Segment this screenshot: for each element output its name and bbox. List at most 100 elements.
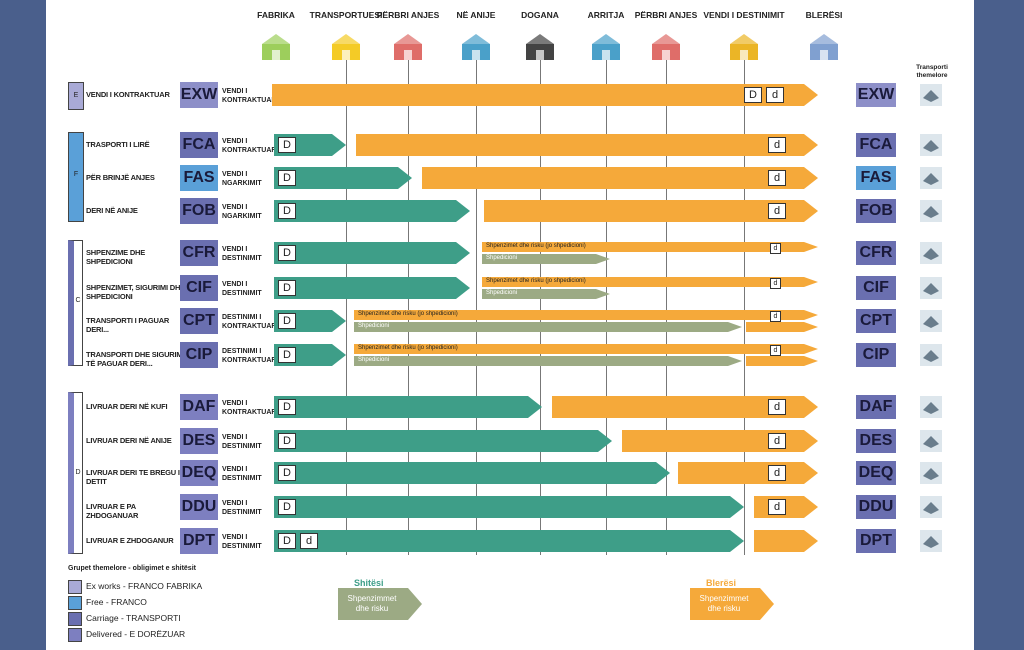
truck-icon <box>328 30 364 64</box>
term-code-cip: CIP <box>180 342 218 368</box>
seller-arrow-ddu <box>274 496 744 518</box>
buyer-key-text: Shpenzimmet dhe risku <box>699 594 749 613</box>
term-code-fas: FAS <box>180 165 218 191</box>
shipping-arrow-cpt <box>354 322 742 332</box>
stage-label-perbri1: PËRBRI ANJES <box>376 10 440 20</box>
delivery-mark-buyer-des: d <box>768 433 786 449</box>
term-desc-ddu: LIVRUAR E PA ZHDOGANUAR <box>86 502 139 520</box>
seller-key-text: Shpenzimmet dhe risku <box>347 594 397 613</box>
customs-icon <box>522 30 558 64</box>
term-place-ddu: VENDI I DESTINIMIT <box>222 500 262 516</box>
stage-divider-neanije1 <box>476 60 477 555</box>
term-code-des: DES <box>180 428 218 454</box>
delivery-mark-buyer-exw: d <box>766 87 784 103</box>
term-code-cfr: CFR <box>180 240 218 266</box>
warehouse-icon <box>726 30 762 64</box>
delivery-mark-buyer-cip: d <box>770 345 781 356</box>
term-code-fob: FOB <box>180 198 218 224</box>
term-code-right-exw: EXW <box>856 83 896 107</box>
legend-label-exworks: Ex works - FRANCO FABRIKA <box>86 581 203 591</box>
term-code-ddu: DDU <box>180 494 218 520</box>
term-code-right-fas: FAS <box>856 166 896 190</box>
term-code-exw: EXW <box>180 82 218 108</box>
stage-label-dogana: DOGANA <box>521 10 559 20</box>
delivery-mark-seller-fas: D <box>278 170 296 186</box>
term-code-right-cpt: CPT <box>856 309 896 333</box>
term-code-fca: FCA <box>180 132 218 158</box>
term-place-fca: VENDI I KONTRAKTUAR <box>222 138 277 154</box>
delivery-mark-seller-cip: D <box>278 347 296 363</box>
term-code-right-daf: DAF <box>856 395 896 419</box>
seller-arrow-fob <box>274 200 470 222</box>
delivery-mark-buyer-dpt: d <box>300 533 318 549</box>
term-desc-daf: LIVRUAR DERI NË KUFI <box>86 402 168 411</box>
factory-icon <box>258 30 294 64</box>
transport-mode-icon-fca <box>920 134 942 156</box>
transport-mode-icon-fas <box>920 167 942 189</box>
delivery-mark-buyer-fca: d <box>768 137 786 153</box>
delivery-mark-seller-fca: D <box>278 137 296 153</box>
legend-label-free: Free - FRANCO <box>86 597 147 607</box>
stage-label-perbri2: PËRBRI ANJES <box>634 10 698 20</box>
legend-label-delivered: Delivered - E DORËZUAR <box>86 629 186 639</box>
buyer-cost-arrow-cpt <box>354 310 818 320</box>
term-desc-cpt: TRANSPORTI I PAGUAR DERI... <box>86 316 170 334</box>
delivery-mark-buyer-deq: d <box>768 465 786 481</box>
term-place-daf: VENDI I KONTRAKTUAR <box>222 400 277 416</box>
stage-label-fabrika: FABRIKA <box>257 10 295 20</box>
shipping-label-cpt: Shpedicioni <box>358 323 390 329</box>
ship-side-icon <box>648 30 684 64</box>
buyer-arrow-exw <box>272 84 818 106</box>
delivery-mark-buyer-cfr: d <box>770 243 781 254</box>
stage-divider-dogana <box>540 60 541 555</box>
group-box-d: D <box>68 392 83 554</box>
term-desc-exw: VENDI I KONTRAKTUAR <box>86 90 170 99</box>
term-code-cif: CIF <box>180 275 218 301</box>
term-place-dpt: VENDI I DESTINIMIT <box>222 534 262 550</box>
seller-arrow-cfr <box>274 242 470 264</box>
arrival-ship-icon <box>588 30 624 64</box>
term-place-cif: VENDI I DESTINIMIT <box>222 281 262 297</box>
seller-arrow-fas <box>274 167 412 189</box>
transport-mode-icon-cif <box>920 277 942 299</box>
delivery-mark-seller-des: D <box>278 433 296 449</box>
term-code-daf: DAF <box>180 394 218 420</box>
seller-arrow-cif <box>274 277 470 299</box>
seller-key-arrow <box>338 588 422 620</box>
term-code-right-fob: FOB <box>856 199 896 223</box>
term-desc-cif: SHPENZIMET, SIGURIMI DHE SHPEDICIONI <box>86 283 185 301</box>
stage-label-arritja: ARRITJA <box>587 10 625 20</box>
delivery-mark-buyer-fob: d <box>768 203 786 219</box>
shipping-arrow-cip <box>354 356 742 366</box>
term-code-right-cif: CIF <box>856 276 896 300</box>
term-desc-fob: DERI NË ANIJE <box>86 206 138 215</box>
buyer-arrow-fas <box>422 167 818 189</box>
legend-title: Grupet themelore - obligimet e shitësit <box>68 565 196 572</box>
delivery-mark-seller-exw: D <box>744 87 762 103</box>
delivery-mark-buyer-cpt: d <box>770 311 781 322</box>
term-code-right-cip: CIP <box>856 343 896 367</box>
right-header: Transporti themelore <box>916 64 948 79</box>
transport-mode-icon-cpt <box>920 310 942 332</box>
group-box-c: C <box>68 240 83 366</box>
transport-mode-icon-fob <box>920 200 942 222</box>
buyer-cost-arrow-cip <box>354 344 818 354</box>
transport-mode-icon-dpt <box>920 530 942 552</box>
seller-arrow-daf <box>274 396 542 418</box>
stage-divider-vendi <box>744 60 745 555</box>
seller-arrow-dpt <box>274 530 744 552</box>
term-desc-cip: TRANSPORTI DHE SIGURIMI TË PAGUAR DERI..… <box>86 350 185 368</box>
transport-mode-icon-des <box>920 430 942 452</box>
term-desc-cfr: SHPENZIME DHE SHPEDICIONI <box>86 248 146 266</box>
delivery-mark-seller-daf: D <box>278 399 296 415</box>
buyer-arrow-dpt <box>754 530 818 552</box>
shipping-arrow-cfr <box>482 254 610 264</box>
group-box-e: E <box>68 82 84 110</box>
transport-mode-icon-deq <box>920 462 942 484</box>
term-code-right-dpt: DPT <box>856 529 896 553</box>
stage-label-bleresi: BLERËSI <box>805 10 843 20</box>
delivery-mark-seller-cif: D <box>278 280 296 296</box>
cost-label-cip: Shpenzimet dhe risku (jo shpedicioni) <box>358 345 458 351</box>
seller-arrow-deq <box>274 462 670 484</box>
stage-label-vendi: VENDI I DESTINIMIT <box>703 10 785 20</box>
